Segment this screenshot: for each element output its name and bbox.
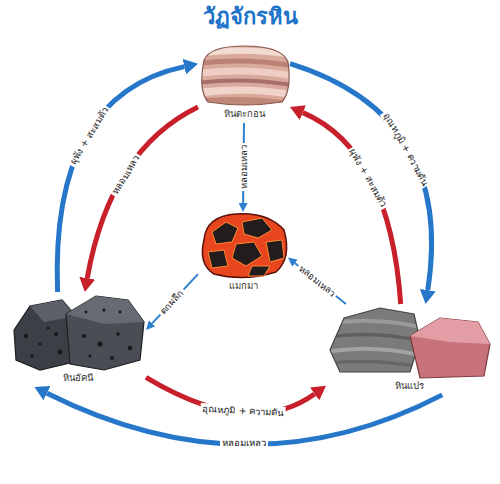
cycle-arrow: [290, 64, 432, 290]
rock-node: หินอัคนี: [10, 292, 146, 387]
arrow-label: ผุพัง + สะสมตัว: [66, 104, 112, 169]
cycle-arrow: [152, 274, 198, 323]
rock-picture-area: [198, 44, 290, 106]
diagram-title: วัฏจักรหิน: [0, 3, 500, 32]
rock-label: แมกมา: [229, 280, 258, 292]
metamorphic-rock: [326, 304, 490, 378]
arrow-label: หลอมเหลว: [108, 151, 143, 198]
arrow-label: หลอมเหลว: [237, 143, 249, 191]
rock-picture-area: [198, 212, 288, 278]
rock-label: หินตะกอน: [224, 108, 265, 120]
sedimentary-rock: [196, 44, 292, 110]
arrow-label: หลอมเหลว: [295, 261, 340, 300]
arrow-label: หลอมเหลว: [220, 437, 268, 450]
arrow-label: อุณหภูมิ + ความดัน: [380, 109, 432, 189]
cycle-arrow: [87, 107, 198, 278]
cycle-arrow: [57, 67, 184, 292]
igneous-rock: [14, 296, 144, 370]
rock-node: หินแปร: [326, 304, 492, 395]
arrow-label: ผุพัง + สะสมตัว: [346, 145, 390, 211]
magma-blob: [202, 214, 286, 278]
rock-node: แมกมา: [198, 212, 288, 295]
rock-node: หินตะกอน: [198, 44, 290, 123]
rock-picture-area: [10, 292, 146, 370]
rock-picture-area: [326, 304, 492, 378]
rock-label: หินแปร: [395, 380, 424, 392]
arrow-label: ตกผลึก: [156, 286, 188, 319]
rock-label: หินอัคนี: [63, 372, 93, 384]
arrow-label: อุณหภูมิ + ความดัน: [200, 403, 285, 419]
